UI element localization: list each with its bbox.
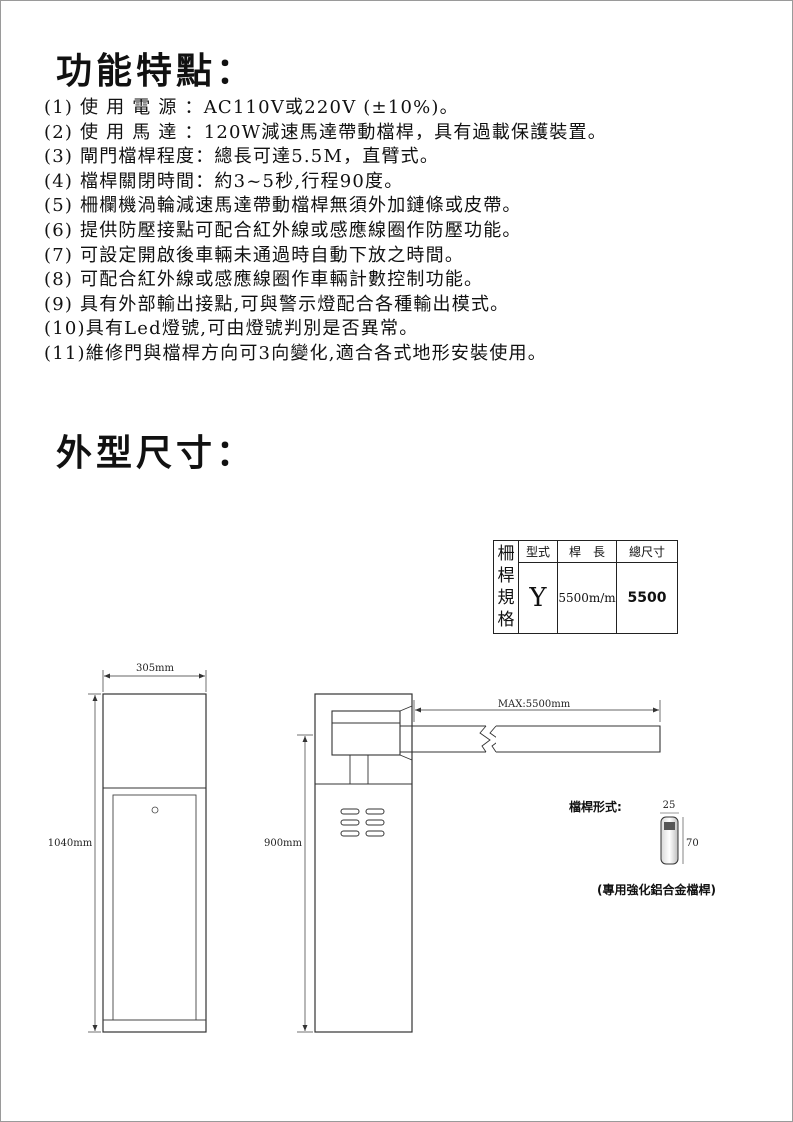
arm-profile: 檔桿形式: 25 70 (專用強化鋁合金檔桿) bbox=[569, 799, 716, 897]
feature-item: (6) 提供防壓接點可配合紅外線或感應線圈作防壓功能。 bbox=[44, 219, 522, 241]
front-width-label: 305mm bbox=[136, 663, 175, 674]
feature-item: (7) 可設定開啟後車輛未通過時自動下放之時間。 bbox=[44, 244, 465, 266]
front-view-cabinet bbox=[102, 693, 207, 1033]
feature-item: (10)具有Led燈號,可由燈號判別是否異常。 bbox=[44, 318, 419, 340]
spec-value-length: 5500m/m bbox=[557, 562, 617, 634]
profile-caption: (專用強化鋁合金檔桿) bbox=[597, 882, 716, 897]
feature-item: (1) 使 用 電 源 ：AC110V或220V (±10%)。 bbox=[44, 97, 459, 118]
spec-header-type: 型式 bbox=[518, 540, 558, 563]
barrier-arm bbox=[400, 725, 661, 753]
spec-value-type: Y bbox=[518, 562, 558, 634]
side-height-label: 900mm bbox=[264, 838, 303, 849]
spec-table: 柵 桿 規 格 型式 桿 長 總尺寸 Y 5500m/m 5500 bbox=[493, 540, 678, 634]
vent-slots bbox=[340, 808, 385, 837]
front-height-dimension: 1040mm bbox=[46, 693, 101, 1033]
feature-item: (8) 可配合紅外線或感應線圈作車輛計數控制功能。 bbox=[44, 269, 484, 291]
arm-length-label: MAX:5500mm bbox=[498, 699, 571, 710]
profile-height-label: 70 bbox=[686, 838, 699, 849]
feature-item: (5) 柵欄機渦輪減速馬達帶動檔桿無須外加鏈條或皮帶。 bbox=[44, 195, 522, 217]
profile-width-label: 25 bbox=[663, 800, 676, 811]
spec-value-total: 5500 bbox=[616, 562, 678, 634]
feature-item: (2) 使 用 馬 達 ：120W減速馬達帶動檔桿，具有過載保護裝置。 bbox=[44, 121, 607, 143]
feature-item: (3) 閘門檔桿程度：總長可達5.5M，直臂式。 bbox=[44, 146, 440, 168]
feature-item: (9) 具有外部輸出接點,可與警示燈配合各種輸出模式。 bbox=[44, 293, 510, 315]
arm-length-dimension: MAX:5500mm bbox=[413, 699, 661, 722]
feature-item: (11)維修門與檔桿方向可3向變化,適合各式地形安裝使用。 bbox=[44, 342, 547, 364]
feature-list: (1) 使 用 電 源 ：AC110V或220V (±10%)。 (2) 使 用… bbox=[44, 96, 784, 367]
front-height-label: 1040mm bbox=[48, 838, 93, 849]
feature-item: (4) 檔桿關閉時間：約3~5秒,行程90度。 bbox=[44, 170, 404, 192]
side-height-dimension: 900mm bbox=[262, 734, 313, 1033]
lock-icon bbox=[151, 806, 159, 814]
front-width-dimension: 305mm bbox=[102, 663, 207, 692]
arm-profile-label: 檔桿形式: bbox=[569, 799, 622, 814]
dimensions-heading: 外型尺寸： bbox=[56, 433, 257, 474]
side-view-cabinet bbox=[314, 693, 413, 1033]
features-heading: 功能特點： bbox=[56, 51, 257, 92]
